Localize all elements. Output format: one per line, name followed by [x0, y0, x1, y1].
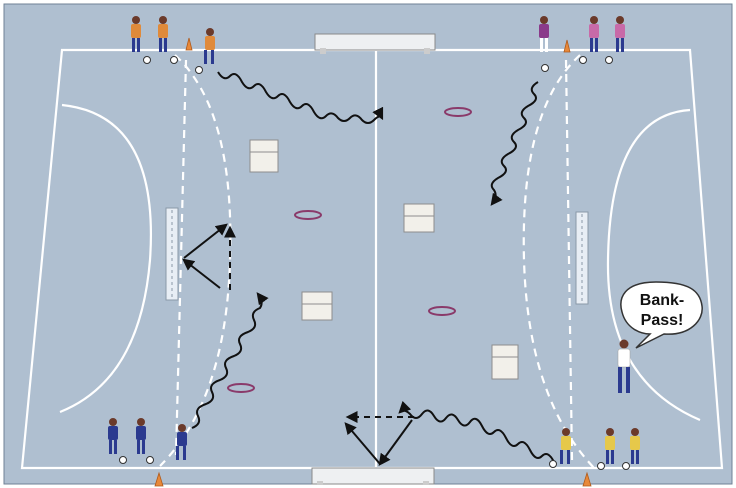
speech-bubble-line2: Pass! — [641, 312, 684, 329]
box-obstacle-icon — [302, 292, 332, 320]
ball-icon — [623, 463, 630, 470]
box-obstacle-icon — [250, 140, 278, 172]
ball-icon — [120, 457, 127, 464]
court-background — [4, 4, 732, 484]
box-obstacle-icon — [492, 345, 518, 379]
ball-icon — [580, 57, 587, 64]
ball-icon — [542, 65, 549, 72]
ball-icon — [171, 57, 178, 64]
speech-bubble-line1: Bank- — [640, 292, 684, 309]
ball-icon — [606, 57, 613, 64]
bench-icon — [312, 468, 434, 485]
ball-icon — [144, 57, 151, 64]
ball-icon — [196, 67, 203, 74]
goal-icon — [166, 208, 178, 300]
goal-icon — [576, 212, 588, 304]
ball-icon — [550, 461, 557, 468]
ball-icon — [598, 463, 605, 470]
ball-icon — [147, 457, 154, 464]
box-obstacle-icon — [404, 204, 434, 232]
